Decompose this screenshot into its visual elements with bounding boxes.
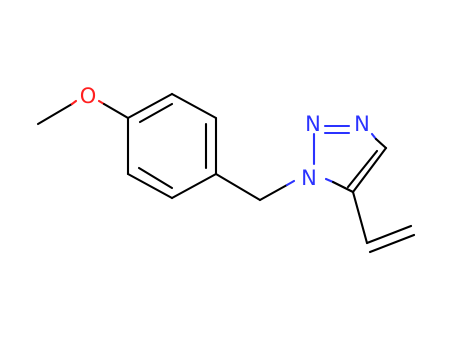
- vinyl-double-bond-b: [368, 233, 416, 254]
- benzene-ring: [126, 92, 218, 200]
- n1-c5-bond: [331, 180, 355, 194]
- methyl-bond: [36, 102, 74, 126]
- benzylic-bond-1: [214, 172, 262, 202]
- vinyl-group: [351, 190, 416, 254]
- benzylic-bond-2: [258, 183, 289, 202]
- n3-carbon-bond: [374, 137, 388, 150]
- oxygen-left-bond: [70, 99, 78, 106]
- ring-inner-double-3: [137, 166, 174, 190]
- vinyl-double-bond-a: [365, 224, 413, 245]
- c4-c5-bond: [351, 146, 388, 194]
- n1-c5-bond-n: [324, 177, 335, 184]
- nitrogen-atom-3-label: N: [354, 112, 370, 136]
- methoxy-group: [36, 99, 130, 126]
- vinyl-single-bond: [351, 190, 369, 245]
- nitrogen-atom-1-label: N: [301, 166, 317, 190]
- nitrogen-atom-2-label: N: [305, 112, 321, 136]
- ring-bond-5: [126, 172, 174, 200]
- triazole-ring: [312, 124, 388, 194]
- benzyl-linker: [214, 172, 296, 202]
- ring-bond-2: [170, 92, 218, 120]
- ring-inner-double-1: [138, 102, 174, 124]
- n3-carbon-bond-n: [370, 132, 378, 141]
- ring-bond-4: [170, 172, 218, 200]
- c4-c5-inner-double: [346, 149, 379, 189]
- ring-bond-1: [126, 92, 174, 120]
- oxygen-atom-label: O: [80, 84, 97, 108]
- benzylic-bond-n: [285, 179, 296, 187]
- ether-bond: [102, 102, 130, 120]
